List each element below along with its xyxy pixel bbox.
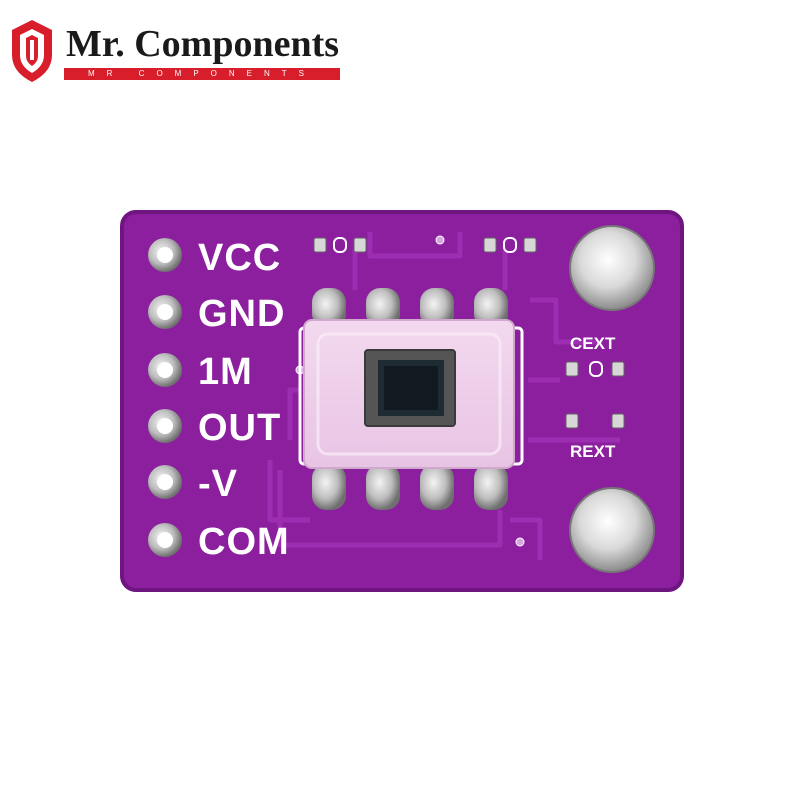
brand-name: Mr. Components (66, 23, 340, 65)
brand-logo: Mr. Components MR COMPONENTS (0, 0, 360, 90)
chip-pins-top (312, 288, 508, 328)
header-pins (148, 238, 182, 557)
pin-label-v: -V (198, 463, 238, 505)
pin-label-1m: 1M (198, 351, 253, 393)
pin-label-out: OUT (198, 407, 282, 449)
pin-label-vcc: VCC (198, 237, 282, 279)
mount-hole-top (570, 226, 654, 310)
pin-label-gnd: GND (198, 293, 286, 335)
chip-pins-bottom (312, 464, 508, 510)
brand-strip (64, 68, 340, 80)
pin-label-com: COM (198, 521, 290, 563)
shield-logo-icon (12, 20, 52, 82)
cext-label: CEXT (570, 334, 616, 353)
mount-hole-bottom (570, 488, 654, 572)
rext-label: REXT (570, 442, 616, 461)
brand-subtitle: MR COMPONENTS (88, 69, 316, 78)
